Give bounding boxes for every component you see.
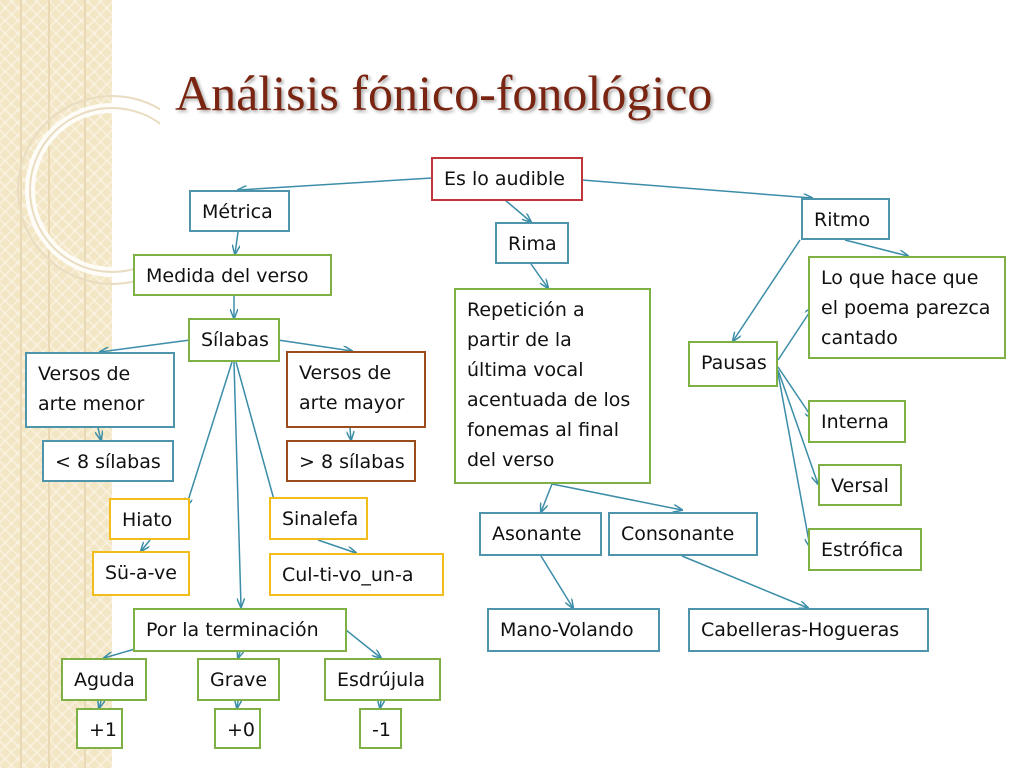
node-cultivo-una: Cul-ti-vo_un-a xyxy=(269,553,444,596)
arrow-consonante-cabelleras xyxy=(681,555,808,608)
node-mas-cero: +0 xyxy=(214,708,261,749)
node-repeticion: Repetición a partir de la última vocal a… xyxy=(454,288,651,484)
arrow-grave-mas-cero xyxy=(237,701,238,708)
node-asonante: Asonante xyxy=(479,512,602,556)
node-mas-uno: +1 xyxy=(76,708,123,749)
arrow-mayor-8 xyxy=(350,427,351,440)
arrow-terminacion-esdrujula xyxy=(345,629,381,658)
arrow-silabas-mayor xyxy=(277,339,352,351)
node-sue-a-ve: Sü-a-ve xyxy=(92,551,190,596)
node-cabelleras-hogueras: Cabelleras-Hogueras xyxy=(688,608,929,652)
node-es-lo-audible: Es lo audible xyxy=(431,157,583,201)
node-metrica: Métrica xyxy=(189,190,290,232)
arrow-menor-8 xyxy=(98,427,101,440)
arrow-hiato-sueave xyxy=(141,539,151,551)
node-hiato: Hiato xyxy=(109,498,190,540)
node-mano-volando: Mano-Volando xyxy=(487,608,660,652)
node-lo-que-hace-que: Lo que hace que el poema parezca cantado xyxy=(808,256,1006,359)
arrow-pausas-interna xyxy=(777,366,813,419)
node-esdrujula: Esdrújula xyxy=(324,658,441,701)
band-stripe xyxy=(20,0,22,768)
node-aguda: Aguda xyxy=(61,658,147,701)
arrow-root-ritmo xyxy=(581,179,812,198)
node-interna: Interna xyxy=(808,400,906,443)
node-medida-del-verso: Medida del verso xyxy=(133,254,332,296)
node-por-la-terminacion: Por la terminación xyxy=(133,608,347,652)
arrow-repeticion-asonante xyxy=(541,483,553,512)
node-menos-uno: -1 xyxy=(359,708,402,749)
node-versos-arte-menor: Versos de arte menor xyxy=(25,352,175,428)
arrow-pausas-estrofica xyxy=(777,372,810,547)
node-sinalefa: Sinalefa xyxy=(269,497,368,540)
arrow-sinalefa-cultivo xyxy=(317,539,356,553)
arrow-pausas-versal xyxy=(777,369,818,484)
node-estrofica: Estrófica xyxy=(808,528,922,571)
arrow-repeticion-consonante xyxy=(551,483,682,510)
arrow-rima-repeticion xyxy=(530,263,548,288)
node-grave: Grave xyxy=(197,658,280,701)
arrow-silabas-terminacion xyxy=(233,361,241,607)
arrow-aguda-mas-uno xyxy=(99,701,101,708)
node-silabas: Sílabas xyxy=(188,318,280,362)
arrow-root-metrica xyxy=(238,177,433,190)
arrow-silabas-sinalefa xyxy=(235,361,276,507)
decorative-circles xyxy=(17,95,160,285)
arrow-root-rima xyxy=(504,199,531,222)
arrow-ritmo-lo-que-hace xyxy=(844,239,908,256)
slide-title: Análisis fónico-fonológico xyxy=(175,65,713,121)
node-ritmo: Ritmo xyxy=(801,198,890,240)
node-versal: Versal xyxy=(818,464,902,506)
arrow-metrica-medida xyxy=(235,231,238,254)
node-pausas: Pausas xyxy=(688,341,778,387)
node-consonante: Consonante xyxy=(608,512,758,556)
node-rima: Rima xyxy=(495,222,569,264)
arrow-silabas-hiato xyxy=(186,361,233,507)
arrow-terminacion-grave xyxy=(238,652,240,658)
arrow-pausas-lo-que-hace xyxy=(777,307,813,361)
arrow-ritmo-pausas xyxy=(733,239,801,341)
node-menos-8-silabas: < 8 sílabas xyxy=(42,440,174,482)
arrow-esdrujula-menos-uno xyxy=(380,701,381,708)
arrow-asonante-mano xyxy=(540,555,573,608)
node-mas-8-silabas: > 8 sílabas xyxy=(286,440,416,482)
node-versos-arte-mayor: Versos de arte mayor xyxy=(286,351,426,428)
arrow-silabas-menor xyxy=(100,339,191,352)
